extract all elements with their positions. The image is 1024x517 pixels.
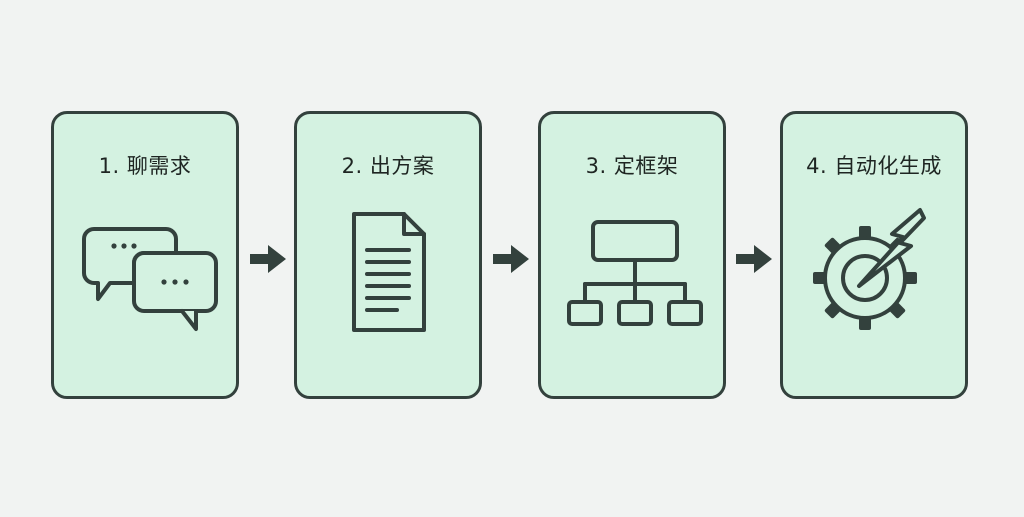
hierarchy-icon xyxy=(567,220,703,326)
gear-lightning-icon xyxy=(813,208,926,330)
step-card-1: 1. 聊需求 xyxy=(51,111,239,399)
step-card-2: 2. 出方案 xyxy=(294,111,482,399)
arrow-right-icon xyxy=(736,245,772,273)
step-card-4: 4. 自动化生成 xyxy=(780,111,968,399)
step-label: 3. 定框架 xyxy=(585,154,679,178)
step-label: 1. 聊需求 xyxy=(98,154,192,178)
document-icon xyxy=(352,212,426,332)
arrow-right-icon xyxy=(493,245,529,273)
step-card-3: 3. 定框架 xyxy=(538,111,726,399)
step-label: 2. 出方案 xyxy=(341,154,435,178)
chat-bubbles-icon xyxy=(82,227,218,331)
arrow-right-icon xyxy=(250,245,286,273)
step-label: 4. 自动化生成 xyxy=(806,154,942,178)
